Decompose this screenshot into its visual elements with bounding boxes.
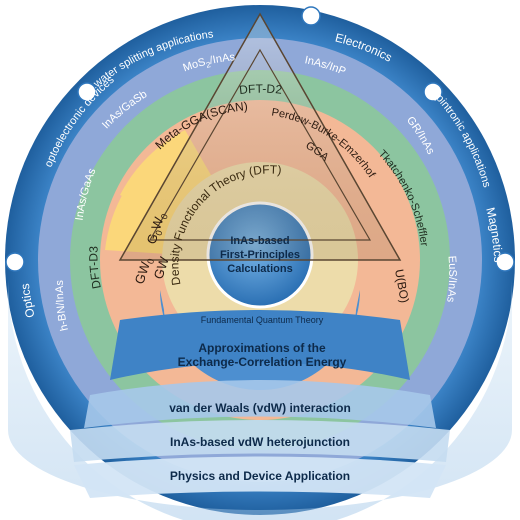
double-arrow-icon [5, 252, 25, 272]
label-fundamental: Fundamental Quantum Theory [201, 315, 324, 325]
label-g0w0: G0W0 [144, 210, 170, 246]
band-hetero-label: InAs-based vdW heterojunction [170, 435, 350, 449]
inner-triangle [148, 48, 372, 241]
center-line3: Calculations [227, 263, 292, 275]
band-vdw-label: van der Waals (vdW) interaction [169, 401, 351, 415]
center-line1: InAs-based [230, 235, 289, 247]
band-approx-line1: Approximations of the [198, 341, 326, 355]
connector-icons [5, 6, 515, 272]
band-physics-label: Physics and Device Application [170, 469, 350, 483]
double-arrow-icon [495, 252, 515, 272]
label-gw0: GW0 [132, 255, 157, 286]
double-arrow-icon [423, 82, 443, 102]
label-dft-d2: DFT-D2 [238, 82, 283, 98]
double-arrow-icon [301, 6, 321, 26]
label-optics: Optics [18, 283, 38, 319]
label-dft-d3: DFT-D3 [86, 246, 103, 290]
band-fundamental [160, 290, 360, 390]
center-line2: First-Principles [220, 249, 300, 261]
label-ubo: U(BO) [392, 268, 412, 304]
label-gw: GW [151, 254, 172, 281]
band-vdw [84, 380, 436, 428]
band-physics [74, 456, 446, 498]
band-approx-line2: Exchange-Correlation Energy [178, 355, 347, 369]
band-hetero [70, 420, 450, 462]
outer-triangle [118, 12, 402, 261]
band-approx [110, 310, 410, 380]
double-arrow-icon [77, 82, 97, 102]
label-eus-inas: EuS/InAs [444, 255, 458, 303]
